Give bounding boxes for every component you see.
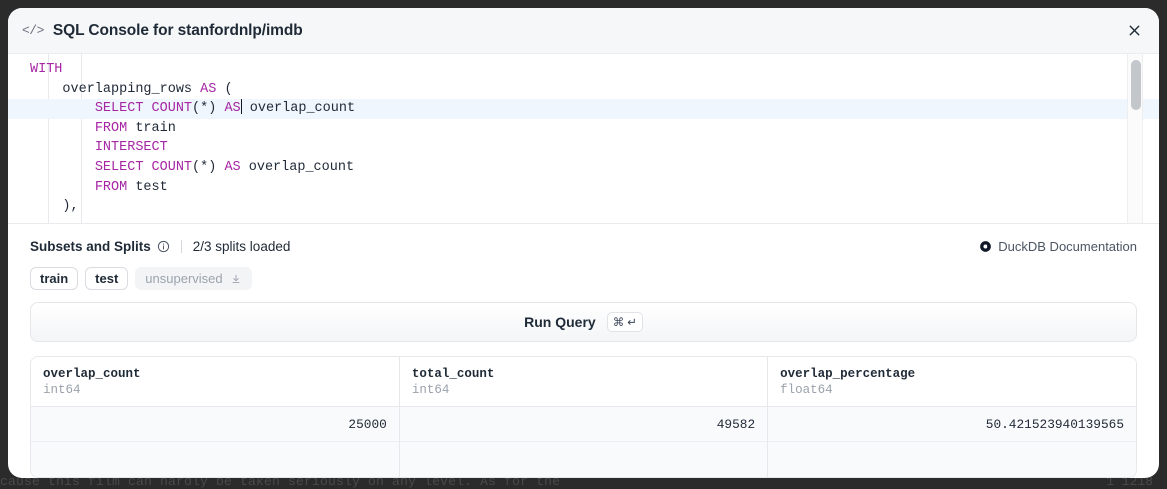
sql-keyword: FROM [94,120,128,136]
column-type: float64 [780,383,833,397]
page-title: SQL Console for stanfordnlp/imdb [52,21,303,39]
code-line[interactable]: ), [8,197,1159,217]
run-query-button[interactable]: Run Query ⌘ ↵ [30,302,1137,342]
download-icon[interactable] [230,273,242,285]
split-pill-unsupervised[interactable]: unsupervised [135,267,252,290]
sql-keyword: AS [200,81,217,97]
split-pill-label: unsupervised [145,271,223,286]
cmd-key-icon: ⌘ [612,317,625,329]
table-cell: 49582 [399,406,769,442]
column-name: overlap_percentage [780,367,916,381]
column-type: int64 [411,383,450,397]
code-line[interactable]: FROM train [8,119,1159,139]
table-cell: 50.421523940139565 [767,406,1136,442]
code-line[interactable]: FROM test [8,178,1159,198]
sql-keyword: AS [224,101,241,117]
sql-keyword: INTERSECT [94,140,168,156]
split-pill-train[interactable]: train [30,267,79,290]
subsets-and-splits-section: Subsets and Splits 2/3 splits loaded [8,224,1159,290]
code-line[interactable]: overlapping_rows AS ( [8,80,1159,100]
sql-text [30,121,95,136]
table-cell-empty [767,441,1136,477]
divider [180,239,182,253]
column-name: overlap_count [43,367,141,381]
splits-pill-row: train test unsupervised [30,267,1137,290]
sql-keyword: SELECT COUNT [94,159,193,175]
duckdb-documentation-label: DuckDB Documentation [998,238,1137,254]
code-line[interactable]: SELECT COUNT(*) AS overlap_count [8,99,1159,119]
sql-text [30,101,95,116]
code-brackets-icon: </> [22,23,44,38]
splits-header-row: Subsets and Splits 2/3 splits loaded [30,236,1137,256]
info-icon[interactable] [157,240,170,253]
column-header-overlap_count[interactable]: overlap_count int64 [31,357,400,407]
editor-scrollbar-thumb[interactable] [1131,60,1141,110]
sql-text: ), [30,199,79,215]
column-header-total_count[interactable]: total_count int64 [399,357,769,407]
sql-editor[interactable]: WITH overlapping_rows AS ( SELECT COUNT(… [8,54,1159,224]
sql-text: train [127,120,176,136]
sql-text: (*) [192,101,225,117]
splits-loaded-status: 2/3 splits loaded [192,238,291,254]
column-type: int64 [43,383,81,397]
sql-text: test [127,179,168,195]
sql-keyword: AS [224,159,241,175]
sql-keyword: SELECT COUNT [94,101,193,117]
code-line[interactable]: SELECT COUNT(*) AS overlap_count [8,158,1159,178]
split-pill-test[interactable]: test [85,267,129,290]
sql-text [30,160,95,175]
run-query-shortcut-badge: ⌘ ↵ [606,312,643,332]
code-line[interactable]: INTERSECT [8,138,1159,158]
editor-vertical-scrollbar[interactable] [1127,54,1143,223]
split-pill-label: train [40,271,69,286]
column-name: total_count [411,367,495,381]
sql-text [30,140,95,155]
sql-keyword: FROM [94,179,128,195]
split-pill-label: test [95,271,119,286]
sql-keyword: WITH [30,62,63,77]
splits-title: Subsets and Splits [30,238,151,254]
sql-text: overlap_count [240,159,355,175]
table-cell-empty [31,441,400,477]
table-cell: 25000 [31,406,400,442]
column-header-overlap_percentage[interactable]: overlap_percentage float64 [767,357,1136,407]
duckdb-icon [979,240,992,253]
duckdb-documentation-link[interactable]: DuckDB Documentation [979,239,1137,254]
modal-header: </> SQL Console for stanfordnlp/imdb [8,8,1159,54]
close-icon[interactable] [1123,20,1145,42]
sql-text: overlapping_rows [30,81,201,97]
sql-text: overlap_count [241,101,356,117]
sql-editor-code[interactable]: WITH overlapping_rows AS ( SELECT COUNT(… [8,54,1159,217]
sql-text: ( [216,81,233,97]
sql-console-modal: </> SQL Console for stanfordnlp/imdb WIT… [8,8,1159,478]
results-footer: 3.16s EmbedShareDownload [31,476,1136,477]
text-caret [240,99,242,115]
code-line[interactable]: WITH [8,60,1159,80]
run-query-label: Run Query [524,314,596,330]
enter-key-icon: ↵ [627,317,637,329]
run-query-wrap: Run Query ⌘ ↵ [8,290,1159,342]
sql-text: (*) [192,159,225,175]
table-row-spacer [31,441,1136,477]
table-cell-empty [399,441,769,477]
sql-text [30,180,95,195]
